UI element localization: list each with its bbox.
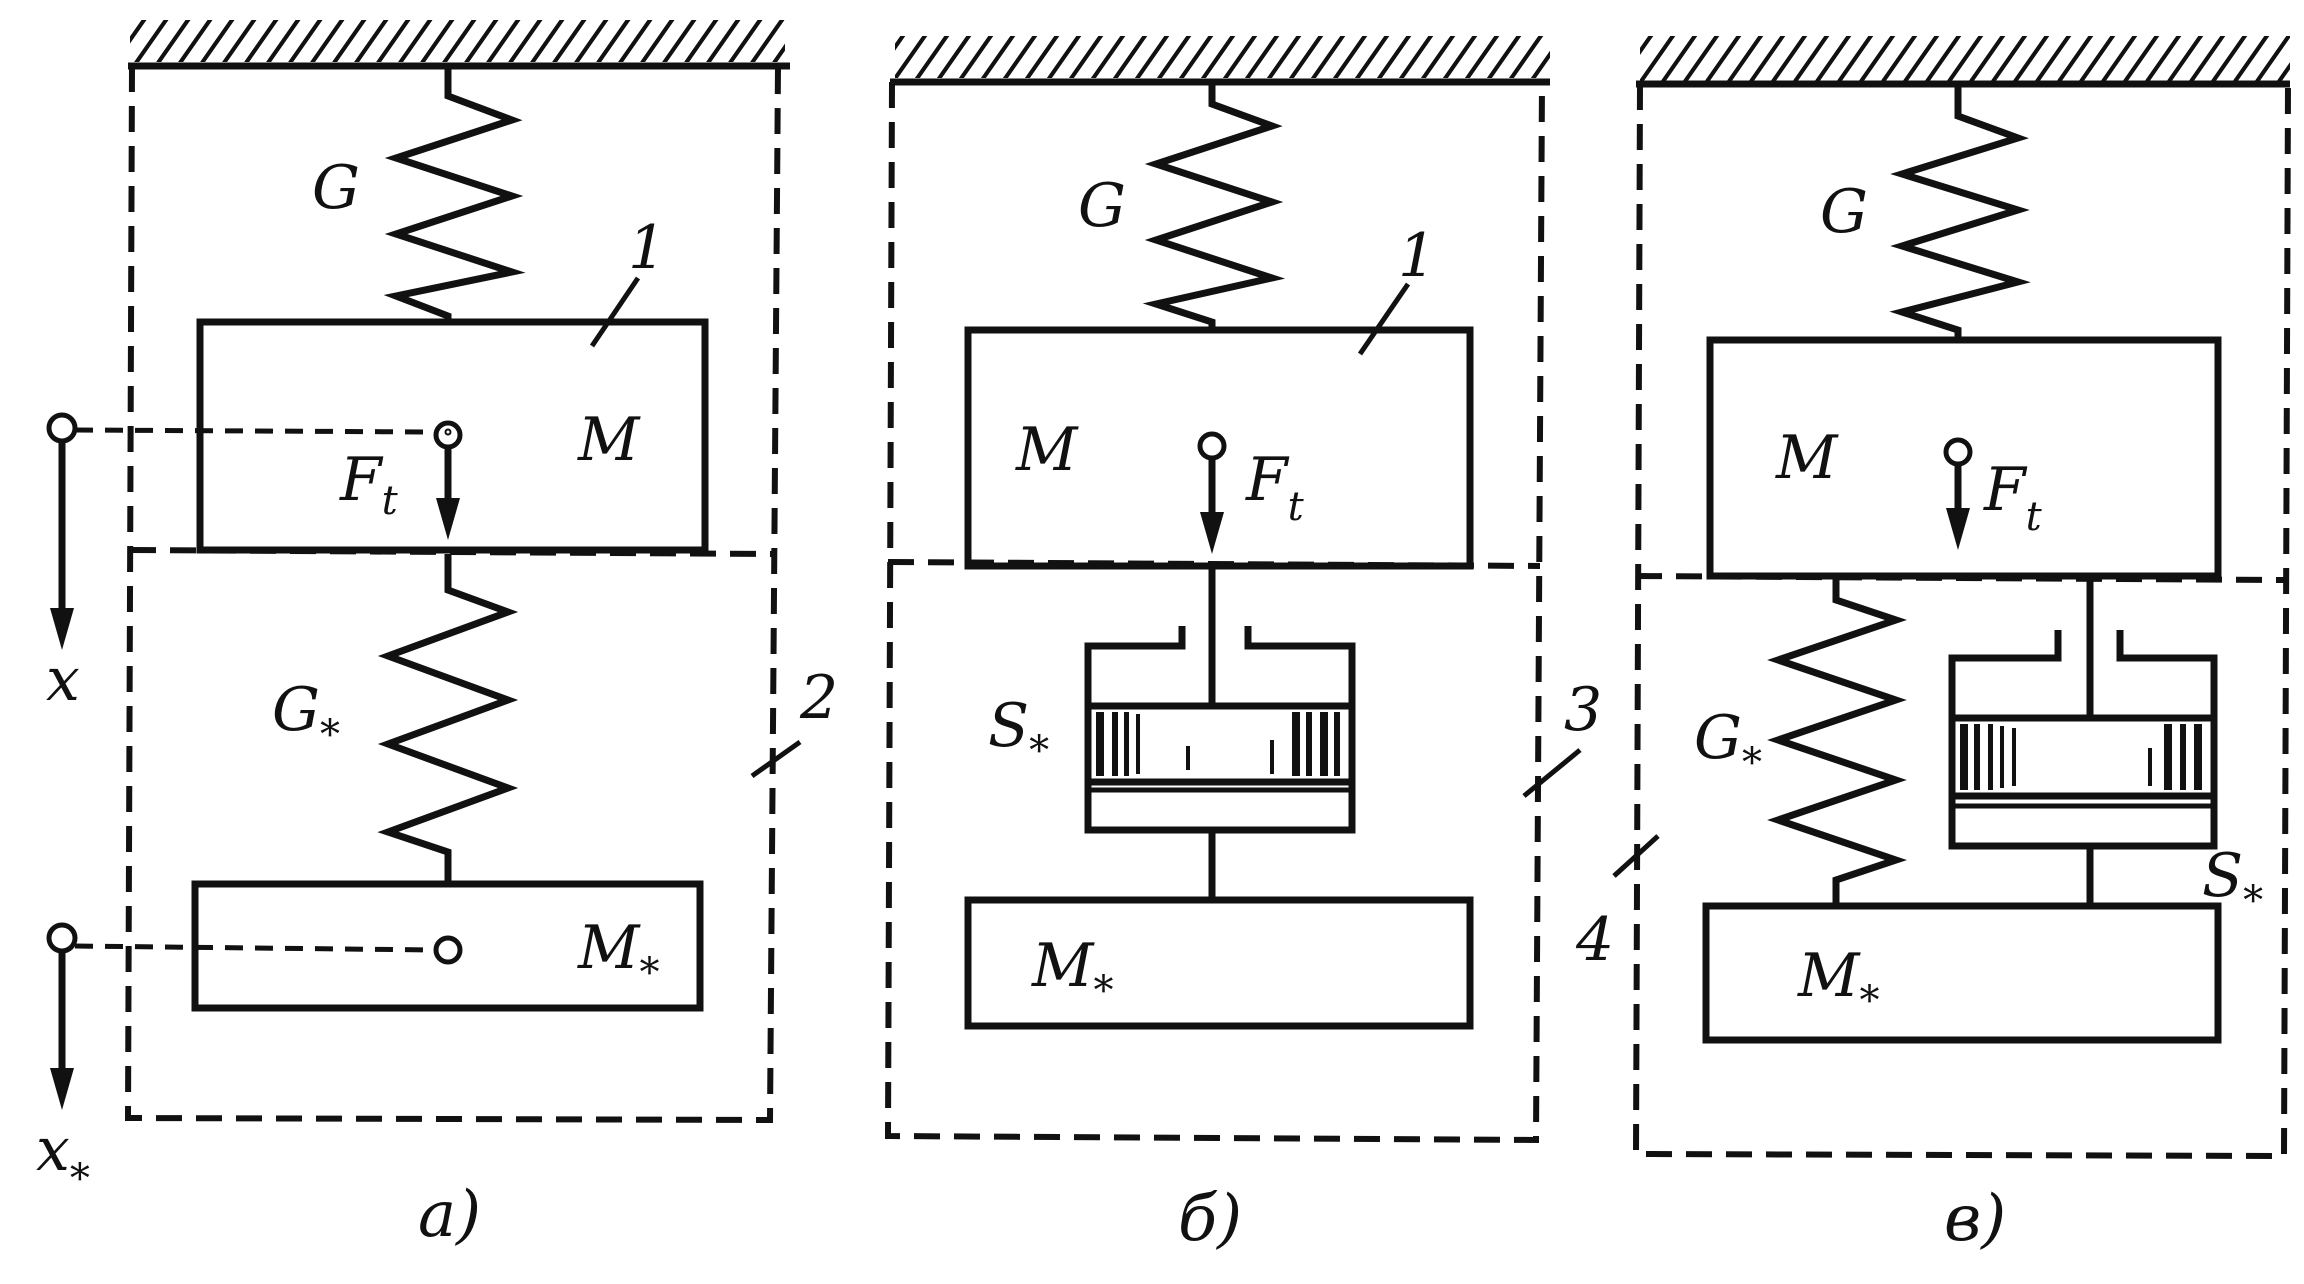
bottom-spring [377, 554, 519, 884]
outer-dashed-box [124, 65, 781, 1124]
caption-c: в) [1944, 1182, 2006, 1256]
mass-label: M [1015, 415, 1079, 485]
force-label: Ft [1245, 445, 1305, 530]
mass-m [964, 326, 1474, 570]
panel-a: G M 1 Ft G* M* 2 x x* a) [36, 20, 838, 1252]
mass-label: M [1775, 423, 1839, 493]
damper-label: S* [988, 691, 1049, 774]
mass-m [1706, 336, 2222, 580]
force-label: Ft [339, 445, 399, 524]
top-spring [1889, 84, 2031, 340]
damper-piston [1084, 702, 1356, 786]
spring-bottom-label: G* [1694, 703, 1762, 786]
caption-b: б) [1178, 1182, 1242, 1256]
spring-top-label: G [1820, 177, 1868, 247]
callout-mass: 1 [1398, 221, 1436, 291]
spring-top-label: G [312, 153, 360, 223]
mass-bottom-label: M* [1031, 931, 1113, 1014]
axis-x-label: x [46, 645, 80, 715]
damper-body [1948, 630, 2218, 850]
callout-mass: 1 [628, 213, 666, 283]
force-label: Ft [1983, 455, 2043, 540]
spring-bottom-label: G* [272, 675, 340, 758]
damper-label: S* [2202, 841, 2263, 924]
top-spring [1142, 82, 1286, 330]
ceiling-hatch [130, 20, 785, 62]
callout-box: 4 [1575, 905, 1614, 975]
mass-m [196, 318, 709, 554]
mass-m-star [191, 880, 704, 1012]
mass-label: M [577, 405, 641, 475]
mass-bottom-label: M* [577, 913, 659, 996]
mass-m-star [964, 896, 1474, 1030]
caption-a: a) [418, 1178, 481, 1252]
mass-m-star [1702, 902, 2222, 1044]
ceiling-hatch [1640, 36, 2290, 82]
outer-dashed-box [884, 81, 1545, 1144]
panel-c: G M Ft G* S* M* 4 в) [1575, 36, 2291, 1256]
damper-body [1084, 626, 1356, 834]
top-spring [383, 66, 526, 322]
damper-piston [1948, 714, 2218, 800]
axis-xs-label: x* [36, 1115, 90, 1202]
ceiling-hatch [895, 36, 1550, 78]
panel-b: G M 1 Ft S* M* 3 б) [884, 36, 1602, 1256]
callout-box: 3 [1564, 675, 1602, 745]
bottom-spring [1767, 576, 1907, 906]
spring-top-label: G [1078, 171, 1126, 241]
callout-box: 2 [799, 663, 838, 733]
mass-bottom-label: M* [1797, 941, 1879, 1024]
outer-dashed-box [1632, 83, 2291, 1160]
